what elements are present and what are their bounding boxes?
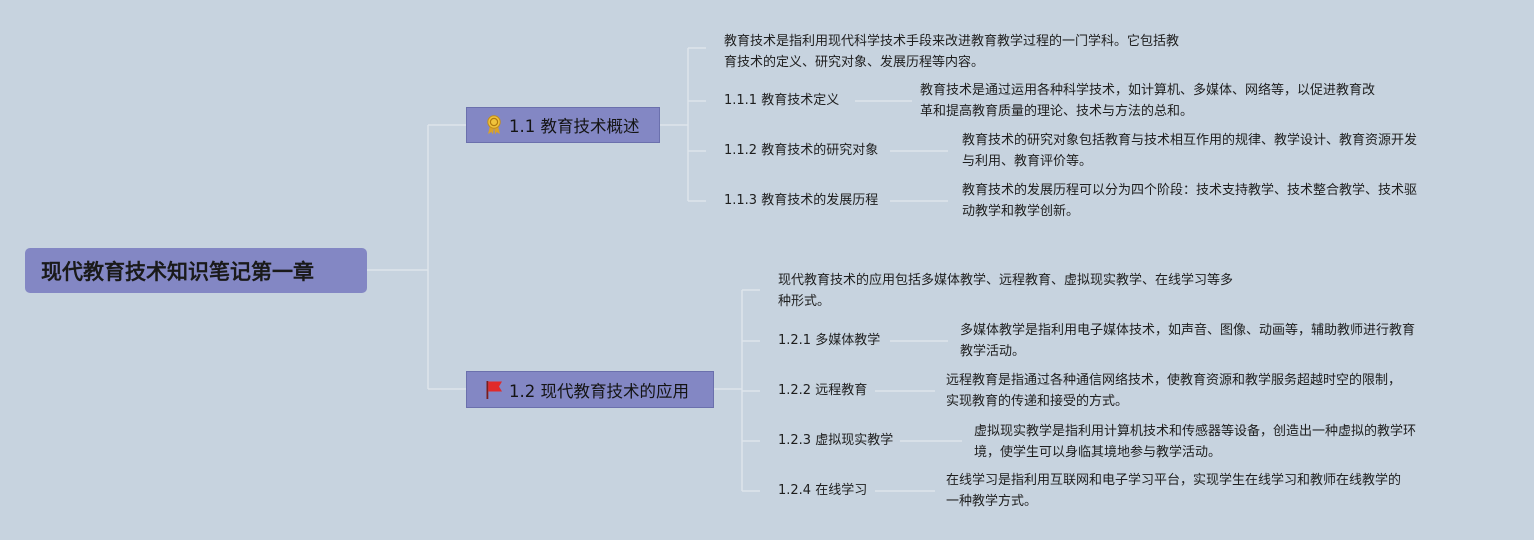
branch-node-1-1[interactable]: 1.1 教育技术概述	[466, 107, 660, 143]
award-ribbon-icon	[485, 115, 503, 135]
note-1-1-2-line-1: 教育技术的研究对象包括教育与技术相互作用的规律、教学设计、教育资源开发	[962, 133, 1418, 148]
branch-node-1-1-label: 1.1 教育技术概述	[509, 117, 640, 136]
root-node-label: 现代教育技术知识笔记第一章	[41, 259, 314, 284]
note-1-1-2[interactable]: 教育技术的研究对象包括教育与技术相互作用的规律、教学设计、教育资源开发 与利用、…	[962, 130, 1417, 172]
note-1-1-2-line-2: 与利用、教育评价等。	[962, 154, 1093, 169]
note-1-2-1-line-1: 多媒体教学是指利用电子媒体技术，如声音、图像、动画等，辅助教师进行教育	[960, 323, 1416, 338]
note-1-2-2-line-2: 实现教育的传递和接受的方式。	[946, 394, 1129, 409]
topic-1-2-1[interactable]: 1.2.1 多媒体教学	[778, 333, 881, 348]
note-1-1-1-line-2: 革和提高教育质量的理论、技术与方法的总和。	[920, 104, 1194, 119]
branch-node-1-2[interactable]: 1.2 现代教育技术的应用	[466, 371, 714, 408]
note-1-2-2-line-1: 远程教育是指通过各种通信网络技术，使教育资源和教学服务超越时空的限制，	[946, 373, 1402, 388]
summary-1-1-line-1: 教育技术是指利用现代科学技术手段来改进教育教学过程的一门学科。它包括教	[724, 34, 1180, 49]
note-1-2-3-line-2: 境，使学生可以身临其境地参与教学活动。	[974, 445, 1222, 460]
summary-1-2-line-1: 现代教育技术的应用包括多媒体教学、远程教育、虚拟现实教学、在线学习等多	[778, 273, 1234, 288]
note-1-1-1-line-1: 教育技术是通过运用各种科学技术，如计算机、多媒体、网络等，以促进教育改	[920, 83, 1376, 98]
topic-1-2-4[interactable]: 1.2.4 在线学习	[778, 483, 868, 498]
note-1-2-3-line-1: 虚拟现实教学是指利用计算机技术和传感器等设备，创造出一种虚拟的教学环	[974, 424, 1417, 439]
note-1-1-1[interactable]: 教育技术是通过运用各种科学技术，如计算机、多媒体、网络等，以促进教育改 革和提高…	[920, 80, 1375, 122]
note-1-2-1[interactable]: 多媒体教学是指利用电子媒体技术，如声音、图像、动画等，辅助教师进行教育 教学活动…	[960, 320, 1415, 362]
note-1-1-3-line-1: 教育技术的发展历程可以分为四个阶段：技术支持教学、技术整合教学、技术驱	[962, 183, 1418, 198]
note-1-1-3[interactable]: 教育技术的发展历程可以分为四个阶段：技术支持教学、技术整合教学、技术驱 动教学和…	[962, 180, 1417, 222]
topic-1-1-2[interactable]: 1.1.2 教育技术的研究对象	[724, 143, 879, 158]
summary-1-2[interactable]: 现代教育技术的应用包括多媒体教学、远程教育、虚拟现实教学、在线学习等多 种形式。	[778, 270, 1233, 312]
connector-branch-1	[660, 47, 706, 202]
summary-1-2-line-2: 种形式。	[778, 294, 831, 309]
note-1-2-4-line-2: 一种教学方式。	[946, 494, 1038, 509]
connector-branch-2	[714, 289, 760, 492]
topic-1-1-3[interactable]: 1.1.3 教育技术的发展历程	[724, 193, 879, 208]
red-flag-icon	[485, 380, 503, 400]
summary-1-1-line-2: 育技术的定义、研究对象、发展历程等内容。	[724, 55, 985, 70]
root-node[interactable]: 现代教育技术知识笔记第一章	[25, 248, 367, 293]
note-1-2-1-line-2: 教学活动。	[960, 344, 1026, 359]
topic-1-2-2[interactable]: 1.2.2 远程教育	[778, 383, 868, 398]
note-1-2-3[interactable]: 虚拟现实教学是指利用计算机技术和传感器等设备，创造出一种虚拟的教学环 境，使学生…	[974, 421, 1416, 463]
note-1-2-4[interactable]: 在线学习是指利用互联网和电子学习平台，实现学生在线学习和教师在线教学的 一种教学…	[946, 470, 1401, 512]
branch-node-1-2-label: 1.2 现代教育技术的应用	[509, 381, 689, 401]
summary-1-1[interactable]: 教育技术是指利用现代科学技术手段来改进教育教学过程的一门学科。它包括教 育技术的…	[724, 31, 1179, 73]
connector-root-trunk	[367, 124, 466, 390]
note-1-2-2[interactable]: 远程教育是指通过各种通信网络技术，使教育资源和教学服务超越时空的限制， 实现教育…	[946, 370, 1401, 412]
topic-1-2-3[interactable]: 1.2.3 虚拟现实教学	[778, 433, 894, 448]
note-1-2-4-line-1: 在线学习是指利用互联网和电子学习平台，实现学生在线学习和教师在线教学的	[946, 473, 1402, 488]
topic-1-1-1[interactable]: 1.1.1 教育技术定义	[724, 93, 840, 108]
note-1-1-3-line-2: 动教学和教学创新。	[962, 204, 1080, 219]
